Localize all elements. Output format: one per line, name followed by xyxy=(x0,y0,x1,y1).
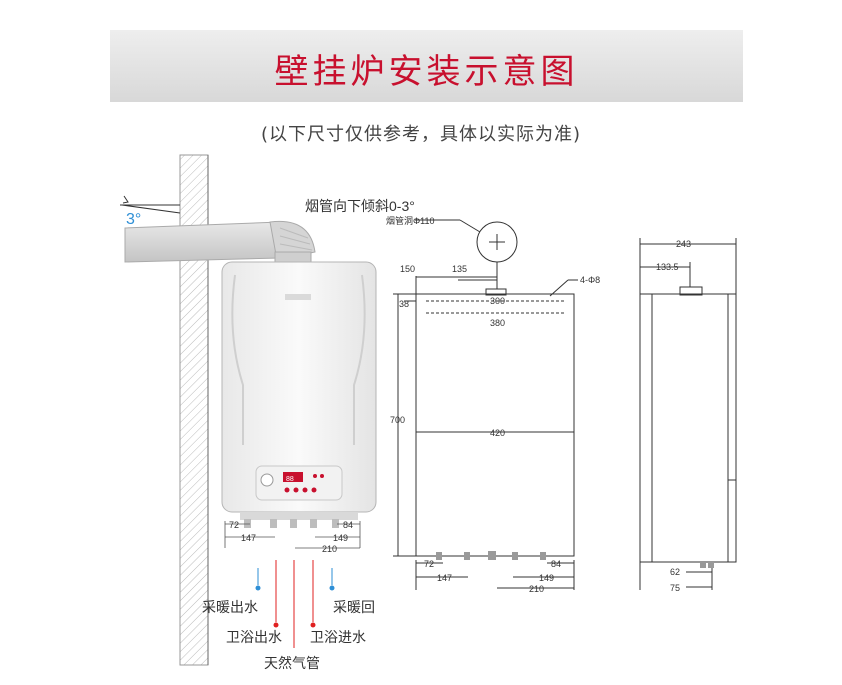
dim-210: 210 xyxy=(529,584,544,594)
title-banner: 壁挂炉安装示意图 xyxy=(110,30,743,102)
label-bath-out: 卫浴出水 xyxy=(226,630,282,646)
page-title: 壁挂炉安装示意图 xyxy=(274,52,579,92)
label-gas-pipe: 天然气管 xyxy=(264,656,320,672)
dim-149: 149 xyxy=(539,573,554,583)
side-view xyxy=(639,238,737,590)
pipe-connectors xyxy=(244,519,339,528)
dim-147-left: 147 xyxy=(241,533,256,543)
page-subtitle: (以下尺寸仅供参考，具体以实际为准) xyxy=(260,124,582,145)
dim-420: 420 xyxy=(490,428,505,438)
dim-243: 243 xyxy=(676,239,691,249)
display-readout: 88 xyxy=(286,476,294,483)
angle-indicator xyxy=(120,195,181,214)
dim-133: 133.5 xyxy=(656,262,679,272)
dim-700: 700 xyxy=(390,415,405,425)
dim-135: 135 xyxy=(452,264,467,274)
dim-84-left: 84 xyxy=(343,520,353,530)
label-bath-in: 卫浴进水 xyxy=(310,630,366,646)
flue-hole-label: 烟管洞Φ110 xyxy=(386,215,435,226)
dim-380: 380 xyxy=(490,318,505,328)
label-heating-return: 采暖回 xyxy=(333,600,375,616)
flue-pipe xyxy=(124,220,316,263)
dim-150: 150 xyxy=(400,264,415,274)
dim-300: 300 xyxy=(490,296,505,306)
boiler-unit xyxy=(221,261,377,520)
label-heating-out: 采暖出水 xyxy=(202,600,258,616)
left-dimensions xyxy=(224,521,361,549)
dim-84: 84 xyxy=(551,559,561,569)
angle-label: 3° xyxy=(126,211,141,228)
front-connectors xyxy=(436,551,546,560)
front-view xyxy=(393,219,578,590)
dim-72: 72 xyxy=(424,559,434,569)
side-connectors xyxy=(700,562,714,568)
dim-149-left: 149 xyxy=(333,533,348,543)
dim-210-left: 210 xyxy=(322,544,337,554)
dim-62: 62 xyxy=(670,567,680,577)
dim-75: 75 xyxy=(670,583,680,593)
dim-147: 147 xyxy=(437,573,452,583)
flue-slope-note: 烟管向下倾斜0-3° xyxy=(305,198,415,214)
dim-holes: 4-Φ8 xyxy=(580,275,600,285)
dim-38: 38 xyxy=(399,299,409,309)
pipe-lines xyxy=(255,560,335,648)
dim-72-left: 72 xyxy=(229,520,239,530)
